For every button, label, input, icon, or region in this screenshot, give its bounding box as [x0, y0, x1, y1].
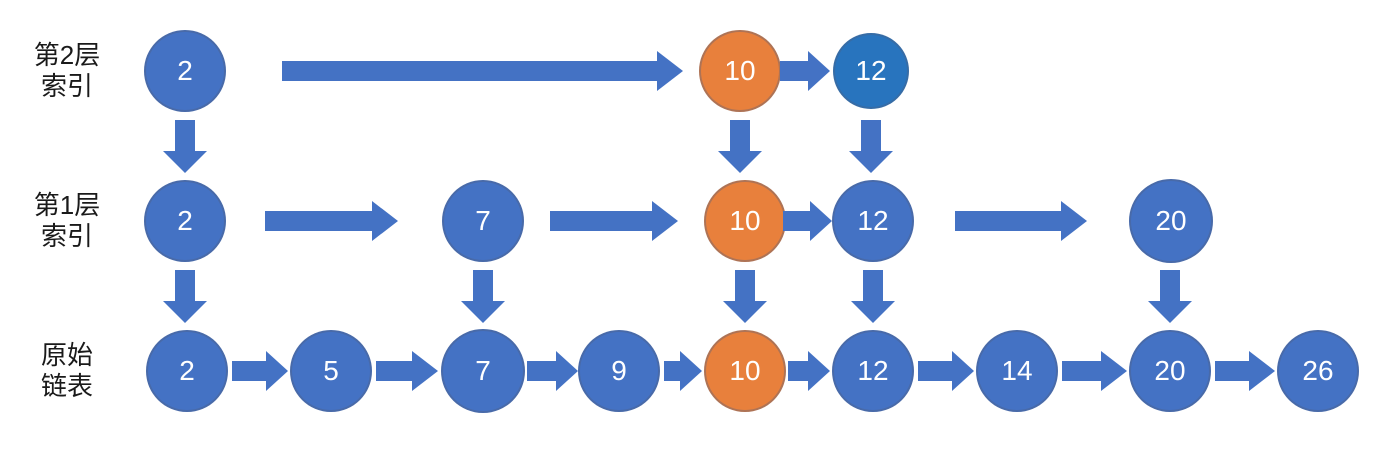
down-arrow: [461, 270, 505, 323]
arrow-head: [723, 301, 767, 323]
node-original-list-20: 20: [1129, 330, 1211, 412]
arrow-head: [808, 51, 830, 91]
node-original-list-9: 9: [578, 330, 660, 412]
arrow-shaft: [861, 120, 881, 153]
arrow-head: [266, 351, 288, 391]
arrow-shaft: [473, 270, 493, 303]
node-level1-index-20: 20: [1129, 179, 1213, 263]
right-arrow: [955, 201, 1087, 241]
arrow-head: [680, 351, 702, 391]
arrow-shaft: [788, 361, 810, 381]
arrow-shaft: [783, 211, 812, 231]
arrow-head: [810, 201, 832, 241]
arrow-shaft: [780, 61, 810, 81]
arrow-head: [652, 201, 678, 241]
node-original-list-26: 26: [1277, 330, 1359, 412]
node-original-list-14: 14: [976, 330, 1058, 412]
node-original-list-5: 5: [290, 330, 372, 412]
arrow-shaft: [282, 61, 659, 81]
node-level2-index-12: 12: [833, 33, 909, 109]
arrow-head: [163, 151, 207, 173]
arrow-head: [461, 301, 505, 323]
arrow-shaft: [1160, 270, 1180, 303]
arrow-shaft: [664, 361, 682, 381]
right-arrow: [783, 201, 832, 241]
right-arrow: [1062, 351, 1127, 391]
arrow-head: [952, 351, 974, 391]
arrow-head: [412, 351, 438, 391]
node-original-list-7: 7: [441, 329, 525, 413]
arrow-head: [1061, 201, 1087, 241]
down-arrow: [163, 120, 207, 173]
arrow-head: [849, 151, 893, 173]
down-arrow: [849, 120, 893, 173]
arrow-head: [163, 301, 207, 323]
arrow-shaft: [232, 361, 268, 381]
node-level1-index-10: 10: [704, 180, 786, 262]
arrow-shaft: [175, 120, 195, 153]
arrow-shaft: [527, 361, 558, 381]
arrow-head: [1148, 301, 1192, 323]
right-arrow: [1215, 351, 1275, 391]
arrow-shaft: [863, 270, 883, 303]
right-arrow: [780, 51, 830, 91]
node-level1-index-2: 2: [144, 180, 226, 262]
node-original-list-2: 2: [146, 330, 228, 412]
down-arrow: [163, 270, 207, 323]
right-arrow: [550, 201, 678, 241]
label-original-list: 原始 链表: [40, 340, 93, 401]
arrow-head: [1249, 351, 1275, 391]
arrow-head: [718, 151, 762, 173]
arrow-head: [1101, 351, 1127, 391]
arrow-head: [851, 301, 895, 323]
node-original-list-10: 10: [704, 330, 786, 412]
arrow-shaft: [175, 270, 195, 303]
arrow-shaft: [918, 361, 954, 381]
right-arrow: [265, 201, 398, 241]
label-level2-index: 第2层 索引: [33, 40, 101, 101]
arrow-shaft: [955, 211, 1063, 231]
arrow-shaft: [550, 211, 654, 231]
right-arrow: [232, 351, 288, 391]
node-level2-index-10: 10: [699, 30, 781, 112]
right-arrow: [788, 351, 830, 391]
down-arrow: [718, 120, 762, 173]
node-level2-index-2: 2: [144, 30, 226, 112]
arrow-shaft: [1215, 361, 1251, 381]
node-level1-index-12: 12: [832, 180, 914, 262]
right-arrow: [527, 351, 578, 391]
right-arrow: [282, 51, 683, 91]
right-arrow: [918, 351, 974, 391]
right-arrow: [376, 351, 438, 391]
arrow-shaft: [376, 361, 414, 381]
label-level1-index: 第1层 索引: [33, 190, 101, 251]
arrow-head: [556, 351, 578, 391]
arrow-head: [808, 351, 830, 391]
arrow-shaft: [1062, 361, 1103, 381]
arrow-shaft: [735, 270, 755, 303]
right-arrow: [664, 351, 702, 391]
arrow-head: [657, 51, 683, 91]
node-level1-index-7: 7: [442, 180, 524, 262]
down-arrow: [1148, 270, 1192, 323]
down-arrow: [851, 270, 895, 323]
node-original-list-12: 12: [832, 330, 914, 412]
arrow-shaft: [265, 211, 374, 231]
arrow-head: [372, 201, 398, 241]
down-arrow: [723, 270, 767, 323]
arrow-shaft: [730, 120, 750, 153]
